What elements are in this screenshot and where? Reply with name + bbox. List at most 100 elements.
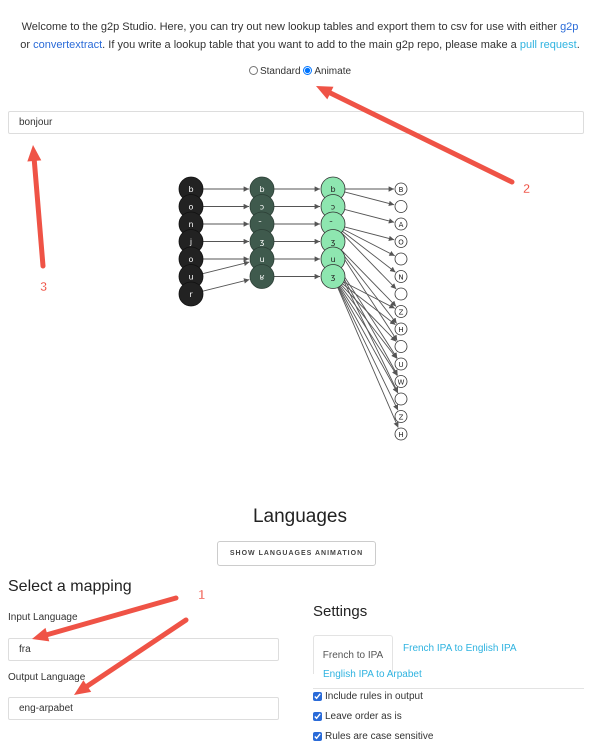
graph-edge bbox=[344, 209, 395, 224]
standard-radio[interactable] bbox=[248, 66, 258, 75]
include-rules-checkbox[interactable] bbox=[313, 692, 322, 701]
graph-node bbox=[394, 322, 408, 336]
graph-edge bbox=[339, 268, 398, 359]
graph-edge bbox=[338, 286, 398, 394]
graph-node-label: Z bbox=[399, 309, 404, 317]
graph-edge bbox=[343, 281, 395, 309]
graph-edge bbox=[341, 284, 397, 342]
graph-node-label: b bbox=[330, 185, 335, 194]
leave-order-label: Leave order as is bbox=[325, 711, 402, 722]
graph-node bbox=[394, 340, 408, 353]
graph-node bbox=[394, 270, 408, 283]
animate-label: Animate bbox=[314, 66, 352, 77]
graph-edge bbox=[337, 287, 399, 428]
tab-divider bbox=[313, 688, 584, 689]
graph-node bbox=[394, 410, 408, 423]
leave-order-checkbox[interactable] bbox=[313, 712, 322, 721]
graph-node-label: o bbox=[189, 203, 194, 212]
case-sensitive-checkbox-row[interactable]: Rules are case sensitive bbox=[313, 731, 433, 742]
tab-french-ipa-to-english-ipa[interactable]: French IPA to English IPA bbox=[403, 643, 517, 654]
animate-radio[interactable] bbox=[303, 66, 313, 75]
graph-edge bbox=[340, 285, 398, 359]
intro-text-part: Welcome to the g2p Studio. Here, you can… bbox=[21, 21, 561, 33]
g2p-link[interactable]: g2p bbox=[560, 21, 579, 33]
tab-french-to-ipa[interactable]: French to IPA bbox=[313, 635, 393, 674]
graph-node bbox=[320, 264, 346, 289]
word-input-value: bonjour bbox=[19, 117, 53, 128]
graph-node bbox=[394, 305, 408, 318]
standard-label: Standard bbox=[259, 66, 301, 77]
graph-edge bbox=[339, 251, 398, 341]
input-language-field[interactable]: fra bbox=[8, 638, 279, 661]
graph-node-label: Z bbox=[399, 414, 404, 422]
include-rules-label: Include rules in output bbox=[325, 691, 423, 702]
tab-english-ipa-to-arpabet[interactable]: English IPA to Arpabet bbox=[323, 669, 422, 680]
mode-radio-group: Standard Animate bbox=[0, 66, 600, 77]
graph-node bbox=[394, 217, 408, 231]
settings-title: Settings bbox=[313, 603, 368, 620]
graph-node-label: U bbox=[398, 361, 403, 369]
mapping-title: Select a mapping bbox=[8, 578, 132, 595]
intro-text-part: . If you write a lookup table that you w… bbox=[102, 39, 520, 51]
intro-text: Welcome to the g2p Studio. Here, you can… bbox=[20, 18, 580, 54]
output-language-label: Output Language bbox=[8, 672, 86, 683]
graph-node-label: ʒ bbox=[331, 273, 336, 282]
graph-edge bbox=[342, 283, 396, 326]
graph-node-label: u bbox=[259, 255, 264, 264]
graph-edge bbox=[344, 191, 395, 207]
graph-node-label: B bbox=[399, 186, 404, 194]
pull-request-link[interactable]: pull request bbox=[519, 39, 577, 51]
graph-node bbox=[394, 427, 408, 441]
convertextract-link[interactable]: convertextract bbox=[33, 39, 103, 51]
graph-node-label: o bbox=[189, 255, 194, 264]
graph-node-label: r bbox=[189, 290, 193, 299]
graph-node bbox=[394, 287, 408, 301]
input-language-label: Input Language bbox=[8, 612, 78, 623]
show-languages-animation-button[interactable]: SHOW LANGUAGES ANIMATION bbox=[217, 541, 376, 566]
graph-node-label: b bbox=[188, 185, 193, 194]
graph-node-label: ɔ bbox=[260, 203, 264, 212]
graph-edge bbox=[343, 229, 395, 257]
graph-node-label: A bbox=[399, 221, 404, 229]
graph-node-label: n bbox=[188, 220, 193, 229]
intro-text-part: or bbox=[20, 39, 34, 51]
graph-node bbox=[394, 200, 408, 213]
graph-edge bbox=[344, 226, 395, 242]
languages-title: Languages bbox=[252, 506, 348, 527]
graph-node-label: O bbox=[398, 239, 404, 247]
include-rules-checkbox-row[interactable]: Include rules in output bbox=[313, 691, 423, 702]
case-sensitive-label: Rules are case sensitive bbox=[325, 731, 434, 742]
annotation-arrow-2 bbox=[327, 90, 515, 185]
graph-node-label: b bbox=[259, 185, 264, 194]
graph-edge bbox=[339, 286, 398, 376]
output-language-field[interactable]: eng-arpabet bbox=[8, 697, 279, 720]
intro-text-part: . bbox=[576, 39, 580, 51]
graph-node-label: u bbox=[188, 273, 193, 282]
graph-node-label: W bbox=[398, 379, 405, 387]
word-input[interactable]: bonjour bbox=[8, 111, 584, 134]
leave-order-checkbox-row[interactable]: Leave order as is bbox=[313, 711, 402, 722]
input-language-value: fra bbox=[19, 644, 31, 655]
graph-node bbox=[394, 375, 408, 388]
graph-edge bbox=[342, 230, 396, 273]
graph-node-label: u bbox=[330, 255, 335, 264]
graph-node-label: ɔ bbox=[331, 203, 335, 212]
output-language-value: eng-arpabet bbox=[19, 703, 73, 714]
graph-node-label: ʒ bbox=[331, 238, 336, 247]
annotation-label-1: 1 bbox=[198, 587, 205, 602]
graph-node-label: ʁ bbox=[260, 273, 265, 282]
graph-node bbox=[178, 281, 204, 307]
graph-node bbox=[394, 392, 408, 406]
graph-edge bbox=[202, 260, 250, 275]
graph-edge bbox=[340, 250, 398, 324]
graph-edge bbox=[341, 232, 397, 290]
graph-edge bbox=[202, 278, 250, 292]
graph-node bbox=[394, 357, 408, 371]
graph-node-label: H bbox=[398, 326, 403, 334]
graph-node bbox=[394, 252, 408, 266]
case-sensitive-checkbox[interactable] bbox=[313, 732, 322, 741]
graph-node bbox=[394, 235, 408, 248]
graph-node-label: ʒ bbox=[260, 238, 265, 247]
graph-node-label: j bbox=[189, 238, 192, 247]
